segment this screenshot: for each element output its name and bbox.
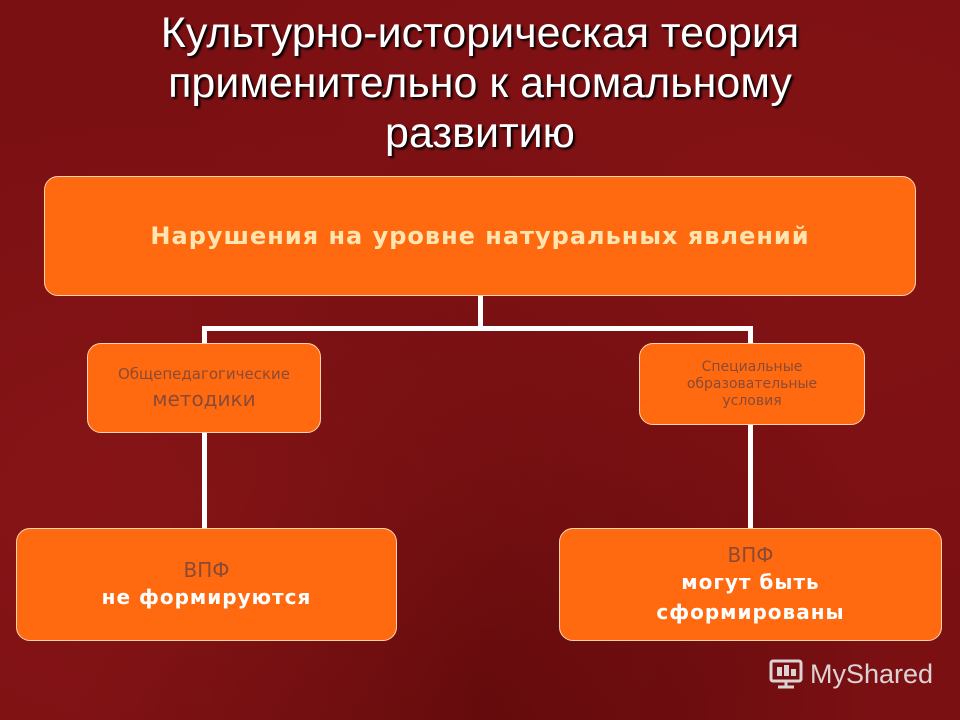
- slide-title: Культурно-историческая теория применител…: [0, 8, 960, 158]
- special-conditions-line-2: образовательные: [686, 375, 818, 392]
- connector-right-drop: [748, 326, 753, 344]
- general-methods-line-2: методики: [152, 387, 256, 411]
- special-conditions-line-1: Специальные: [701, 358, 803, 375]
- myshared-logo-icon: [769, 659, 803, 689]
- box-natural-disorders: Нарушения на уровне натуральных явлений: [44, 176, 916, 296]
- connector-left-lower: [202, 432, 207, 529]
- general-methods-line-1: Общепедагогические: [117, 365, 291, 383]
- vpf-right-line-2: сформированы: [656, 599, 845, 624]
- vpf-right-label: ВПФ: [727, 542, 774, 567]
- watermark-text: MyShared: [810, 658, 934, 689]
- title-line-1: Культурно-историческая теория: [160, 9, 800, 57]
- connector-horizontal: [202, 326, 753, 331]
- box-vpf-can-be-formed: ВПФ могут быть сформированы: [559, 528, 942, 641]
- title-line-3: развитию: [385, 109, 575, 157]
- vpf-left-label: ВПФ: [183, 557, 230, 582]
- connector-left-drop: [202, 326, 207, 344]
- connector-top-stem: [478, 296, 483, 330]
- box-vpf-not-formed: ВПФ не формируются: [16, 528, 397, 641]
- box-natural-disorders-text: Нарушения на уровне натуральных явлений: [150, 222, 810, 250]
- vpf-left-text: не формируются: [101, 584, 312, 609]
- title-line-2: применительно к аномальному: [168, 59, 792, 107]
- vpf-right-line-1: могут быть: [681, 569, 820, 594]
- box-special-conditions: Специальные образовательные условия: [639, 343, 865, 425]
- myshared-watermark: MyShared: [768, 656, 933, 692]
- special-conditions-line-3: условия: [722, 392, 782, 409]
- box-general-methods: Общепедагогические методики: [87, 343, 321, 433]
- connector-right-lower: [748, 424, 753, 529]
